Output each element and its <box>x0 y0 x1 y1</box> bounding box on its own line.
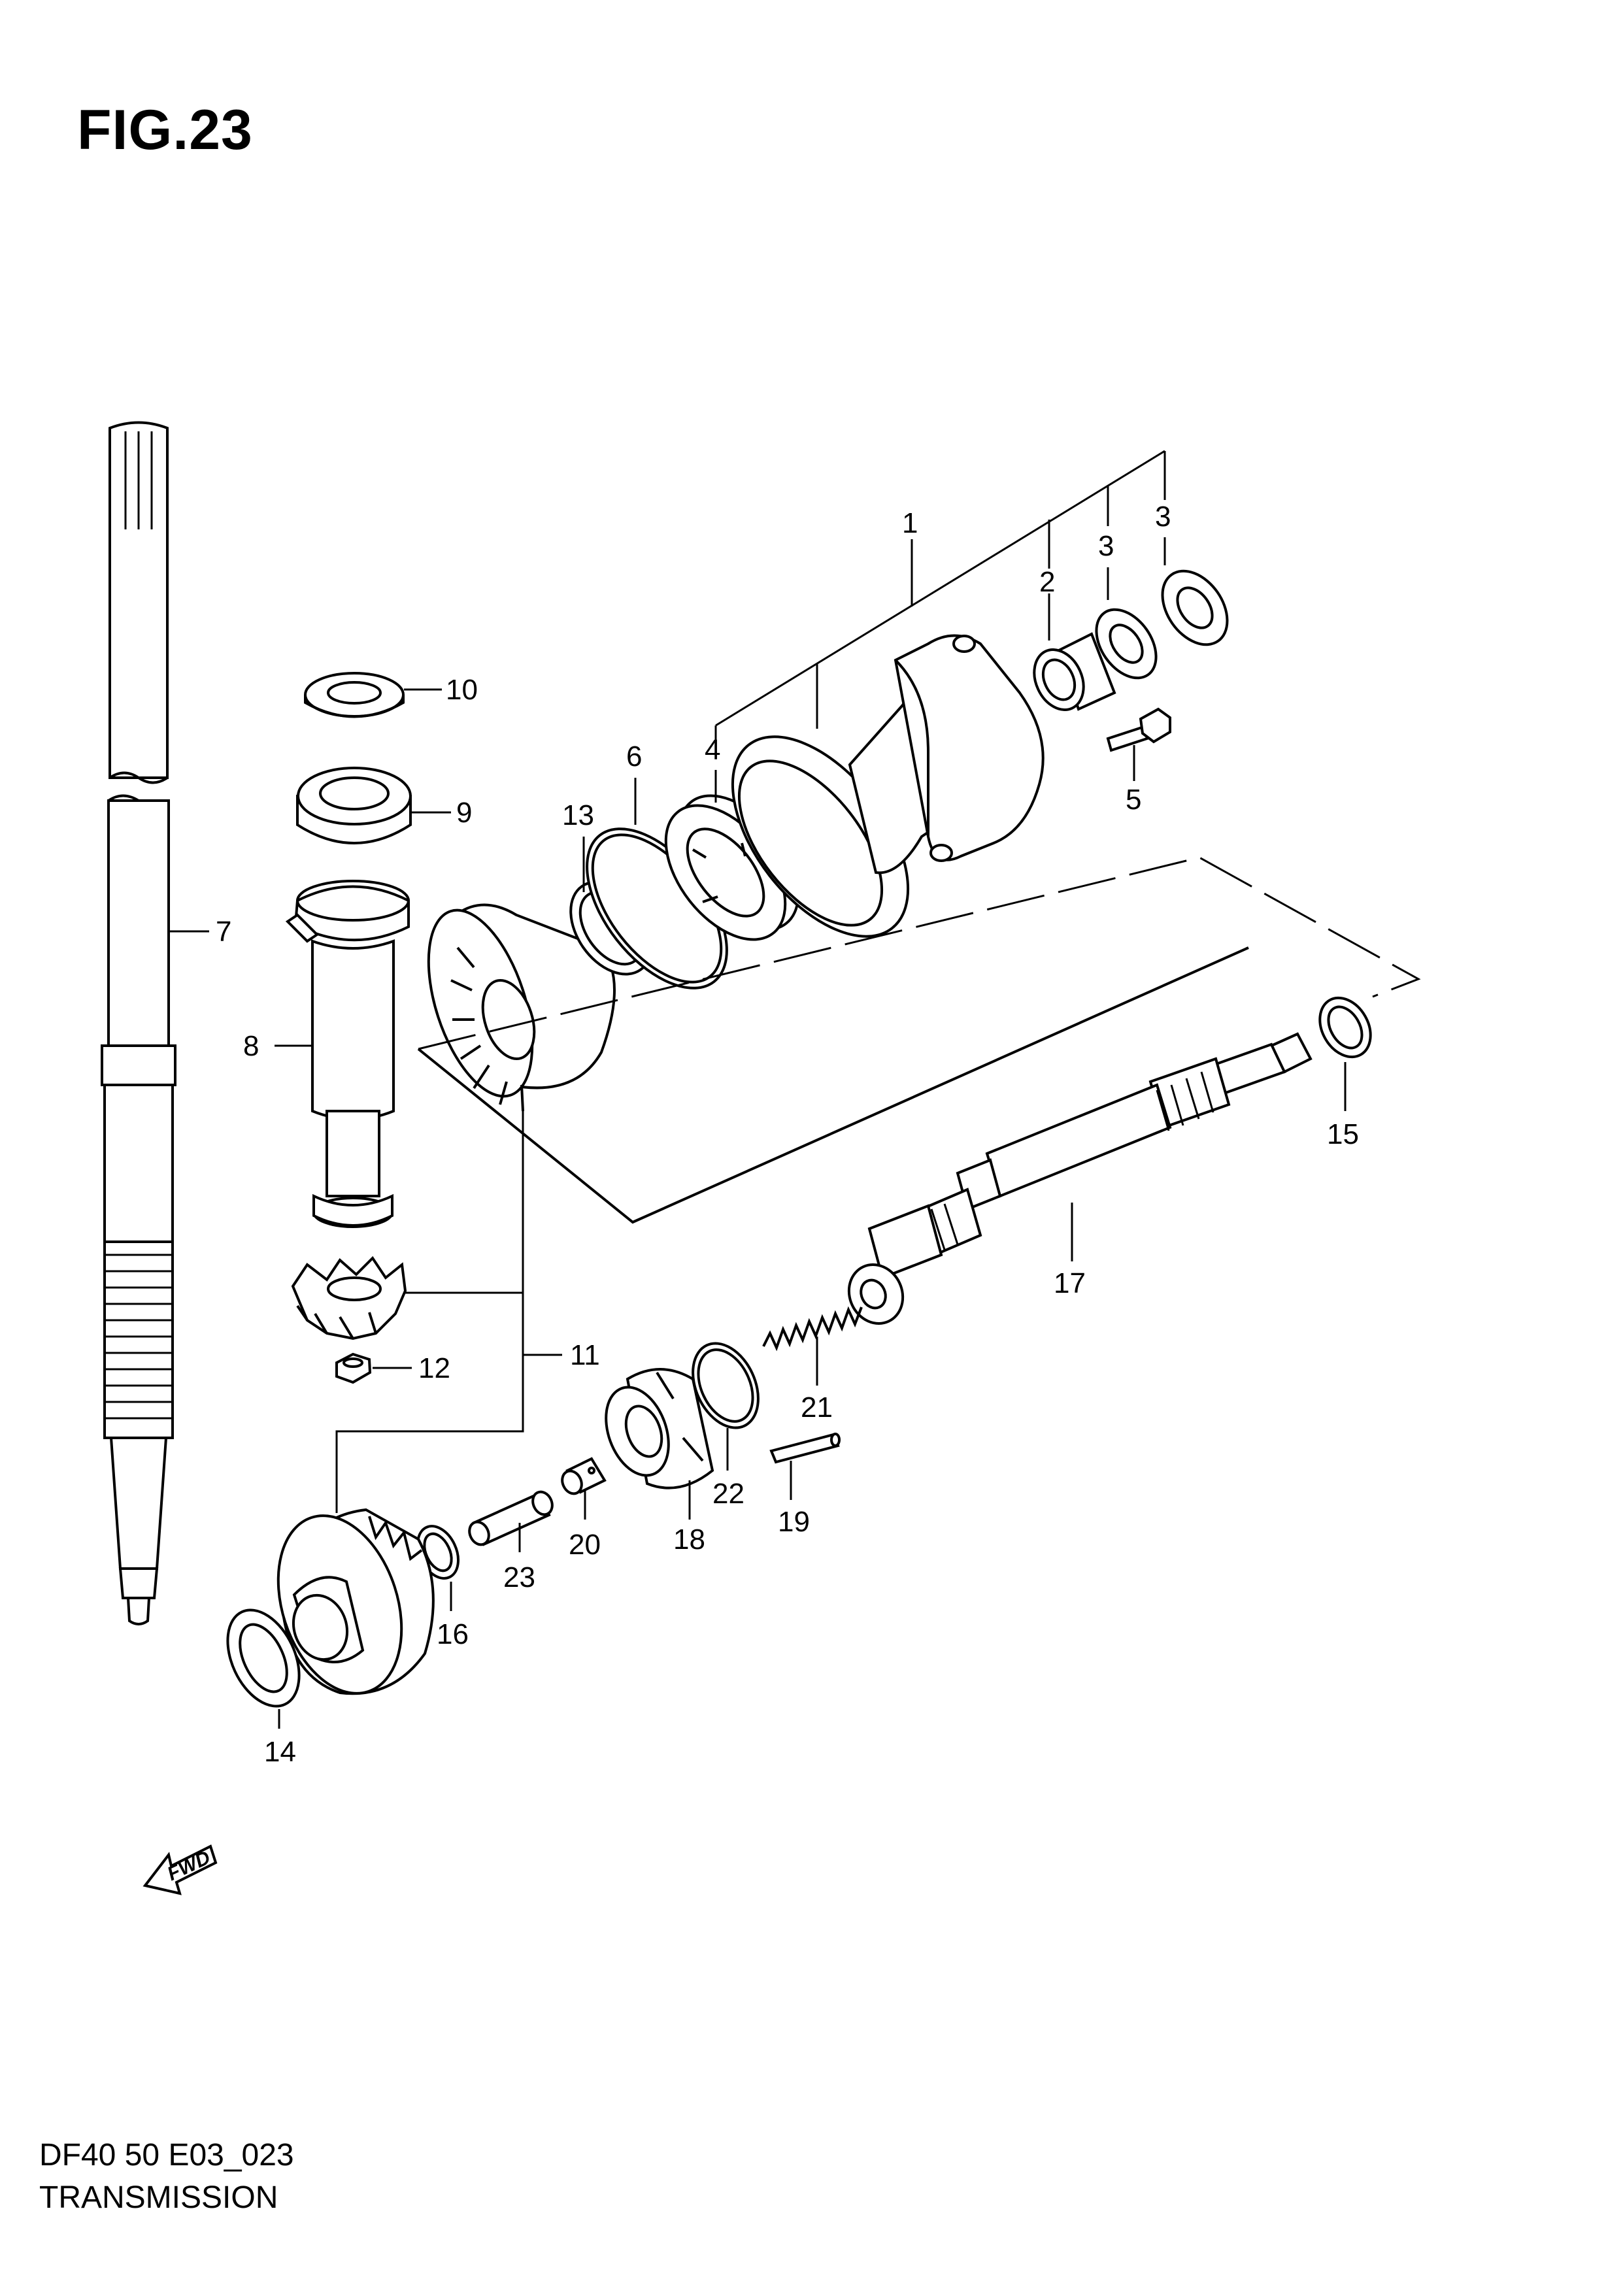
washer-part-3-b[interactable] <box>1149 559 1241 657</box>
callout-5: 5 <box>1126 784 1141 816</box>
callout-6: 6 <box>626 740 642 773</box>
assembly-outline <box>417 856 1421 1224</box>
push-rod-part-23[interactable] <box>466 1489 556 1548</box>
callout-7: 7 <box>216 916 231 948</box>
propeller-shaft-part-17[interactable] <box>839 1032 1313 1333</box>
leader-1-bracket <box>714 450 1166 748</box>
callout-9: 9 <box>456 797 472 829</box>
callout-22: 22 <box>712 1478 745 1510</box>
callout-15: 15 <box>1327 1118 1359 1150</box>
callout-8: 8 <box>243 1030 259 1062</box>
drive-shaft-part-7[interactable] <box>101 421 176 1625</box>
callout-21: 21 <box>801 1391 833 1423</box>
bearing-housing-part-1[interactable] <box>698 634 1045 968</box>
sleeve-part-8[interactable] <box>285 880 410 1228</box>
pinion-gear[interactable] <box>291 1256 407 1340</box>
callout-14: 14 <box>264 1736 296 1768</box>
spring-part-21[interactable] <box>762 1306 863 1352</box>
fwd-direction-arrow: FWD <box>142 1844 218 1895</box>
callout-13: 13 <box>562 799 594 831</box>
clutch-dog-part-18[interactable] <box>595 1368 714 1489</box>
svg-text:FWD: FWD <box>164 1847 214 1886</box>
bolt-part-5[interactable] <box>1106 707 1171 752</box>
callout-3a: 3 <box>1098 530 1114 562</box>
callout-23: 23 <box>503 1561 535 1593</box>
callout-18: 18 <box>673 1523 705 1556</box>
slider-part-20[interactable] <box>559 1457 607 1497</box>
spring-ring-part-22[interactable] <box>680 1333 771 1438</box>
washer-part-3-a[interactable] <box>1084 599 1169 690</box>
callout-3b: 3 <box>1155 501 1171 533</box>
thrust-washer-part-14[interactable] <box>214 1599 314 1718</box>
diagram-name: TRANSMISSION <box>39 2180 278 2215</box>
needle-bearing-part-2[interactable] <box>1025 632 1116 718</box>
washer-part-15[interactable] <box>1310 989 1381 1066</box>
callout-20: 20 <box>569 1529 601 1561</box>
callout-11: 11 <box>570 1339 600 1371</box>
washer-part-10[interactable] <box>304 672 405 718</box>
callout-12: 12 <box>418 1352 450 1384</box>
callout-19: 19 <box>778 1506 810 1538</box>
callout-16: 16 <box>437 1618 469 1650</box>
callout-10: 10 <box>446 674 478 706</box>
callout-1: 1 <box>902 507 918 539</box>
figure-title: FIG.23 <box>77 99 253 161</box>
bushing-part-9[interactable] <box>296 767 412 844</box>
reverse-bevel-gear[interactable] <box>257 1500 435 1710</box>
pin-part-19[interactable] <box>769 1433 841 1464</box>
diagram-code: DF40 50 E03_023 <box>39 2138 294 2172</box>
callout-17: 17 <box>1054 1267 1086 1299</box>
callout-4: 4 <box>705 734 720 766</box>
nut-part-12[interactable] <box>335 1352 372 1384</box>
callout-2: 2 <box>1039 566 1055 598</box>
leader-11-bracket <box>335 1105 524 1513</box>
